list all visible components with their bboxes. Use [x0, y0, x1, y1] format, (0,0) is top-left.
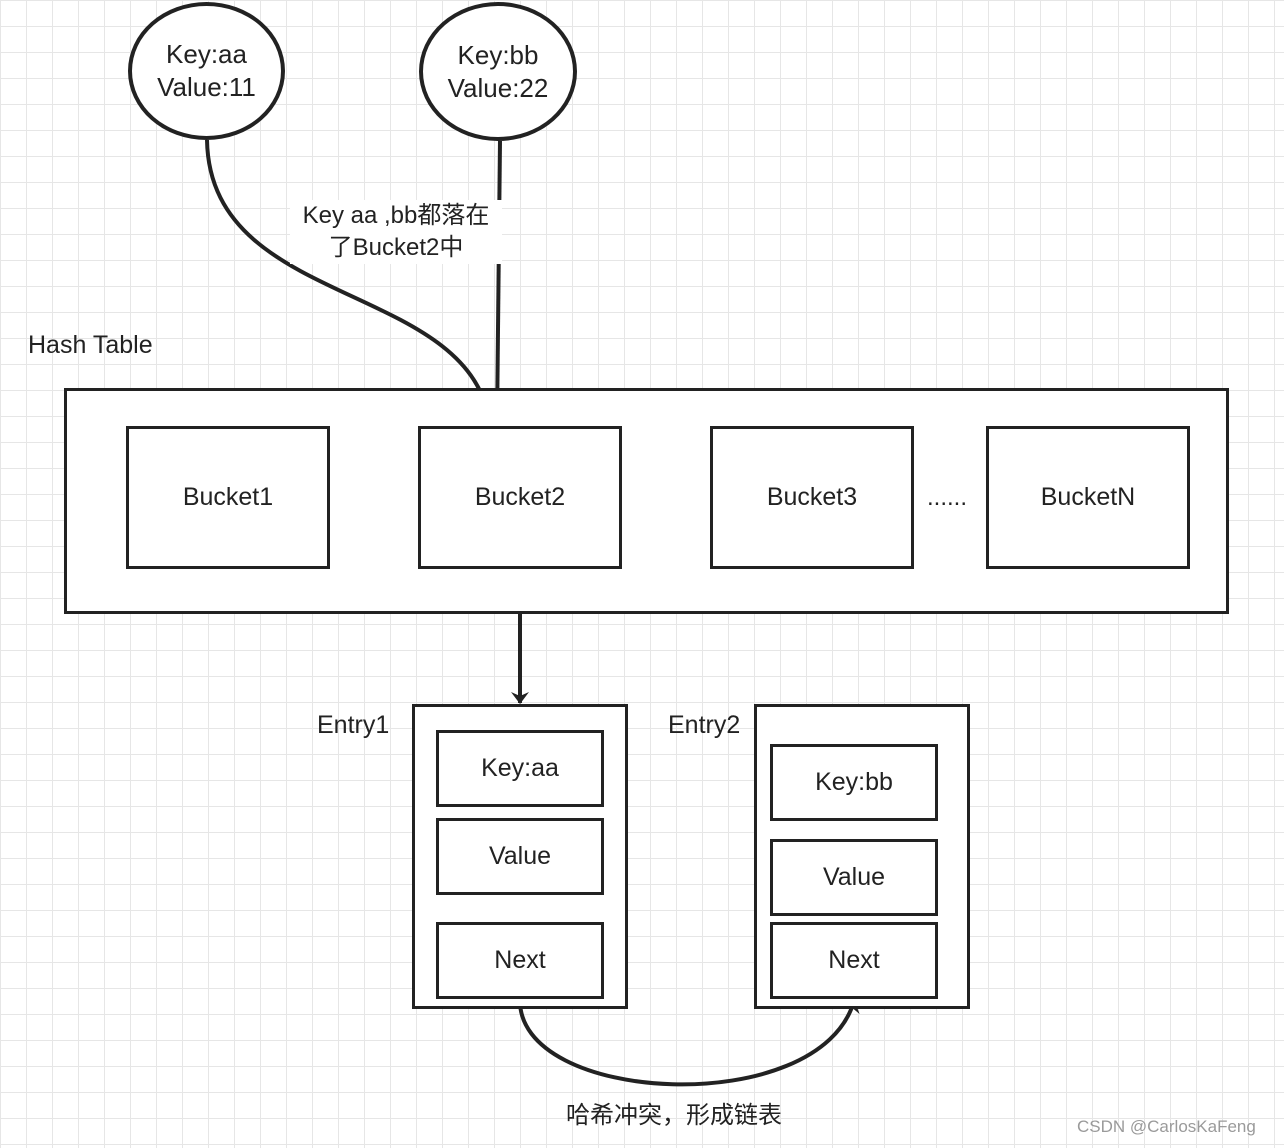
entry2-value-field: Value: [770, 839, 938, 916]
bucket-3: Bucket3: [710, 426, 914, 569]
watermark: CSDN @CarlosKaFeng: [1077, 1117, 1256, 1136]
input-node-bb: Key:bb Value:22: [419, 2, 577, 141]
entry2-key-field: Key:bb: [770, 744, 938, 821]
chain-note: 哈希冲突，形成链表: [566, 1102, 782, 1129]
input-node-aa: Key:aa Value:11: [128, 2, 285, 140]
arrow-aa-to-bucket2: [205, 139, 498, 425]
bucket-n: BucketN: [986, 426, 1190, 569]
bucket-1: Bucket1: [126, 426, 330, 569]
input-value: Value:11: [157, 72, 256, 102]
entry1-label: Entry1: [317, 711, 390, 739]
entry2-label: Entry2: [668, 711, 741, 739]
collision-note-line: Key aa ,bb都落在: [302, 202, 490, 229]
entry1-value-field: Value: [436, 818, 604, 895]
hash-table-label: Hash Table: [28, 331, 153, 359]
input-key: Key:aa: [166, 39, 247, 69]
entry1-next-field: Next: [436, 922, 604, 999]
collision-note: Key aa ,bb都落在 了Bucket2中: [290, 200, 502, 264]
entry2-next-field: Next: [770, 922, 938, 999]
bucket-ellipsis: ......: [927, 484, 968, 511]
collision-note-line: 了Bucket2中: [328, 234, 464, 261]
entry1-key-field: Key:aa: [436, 730, 604, 807]
arrow-next-to-entry2: [517, 997, 860, 1087]
bucket-2: Bucket2: [418, 426, 622, 569]
input-key: Key:bb: [457, 39, 539, 70]
input-value: Value:22: [447, 72, 549, 103]
arrow-bb-to-bucket2: [488, 140, 507, 425]
